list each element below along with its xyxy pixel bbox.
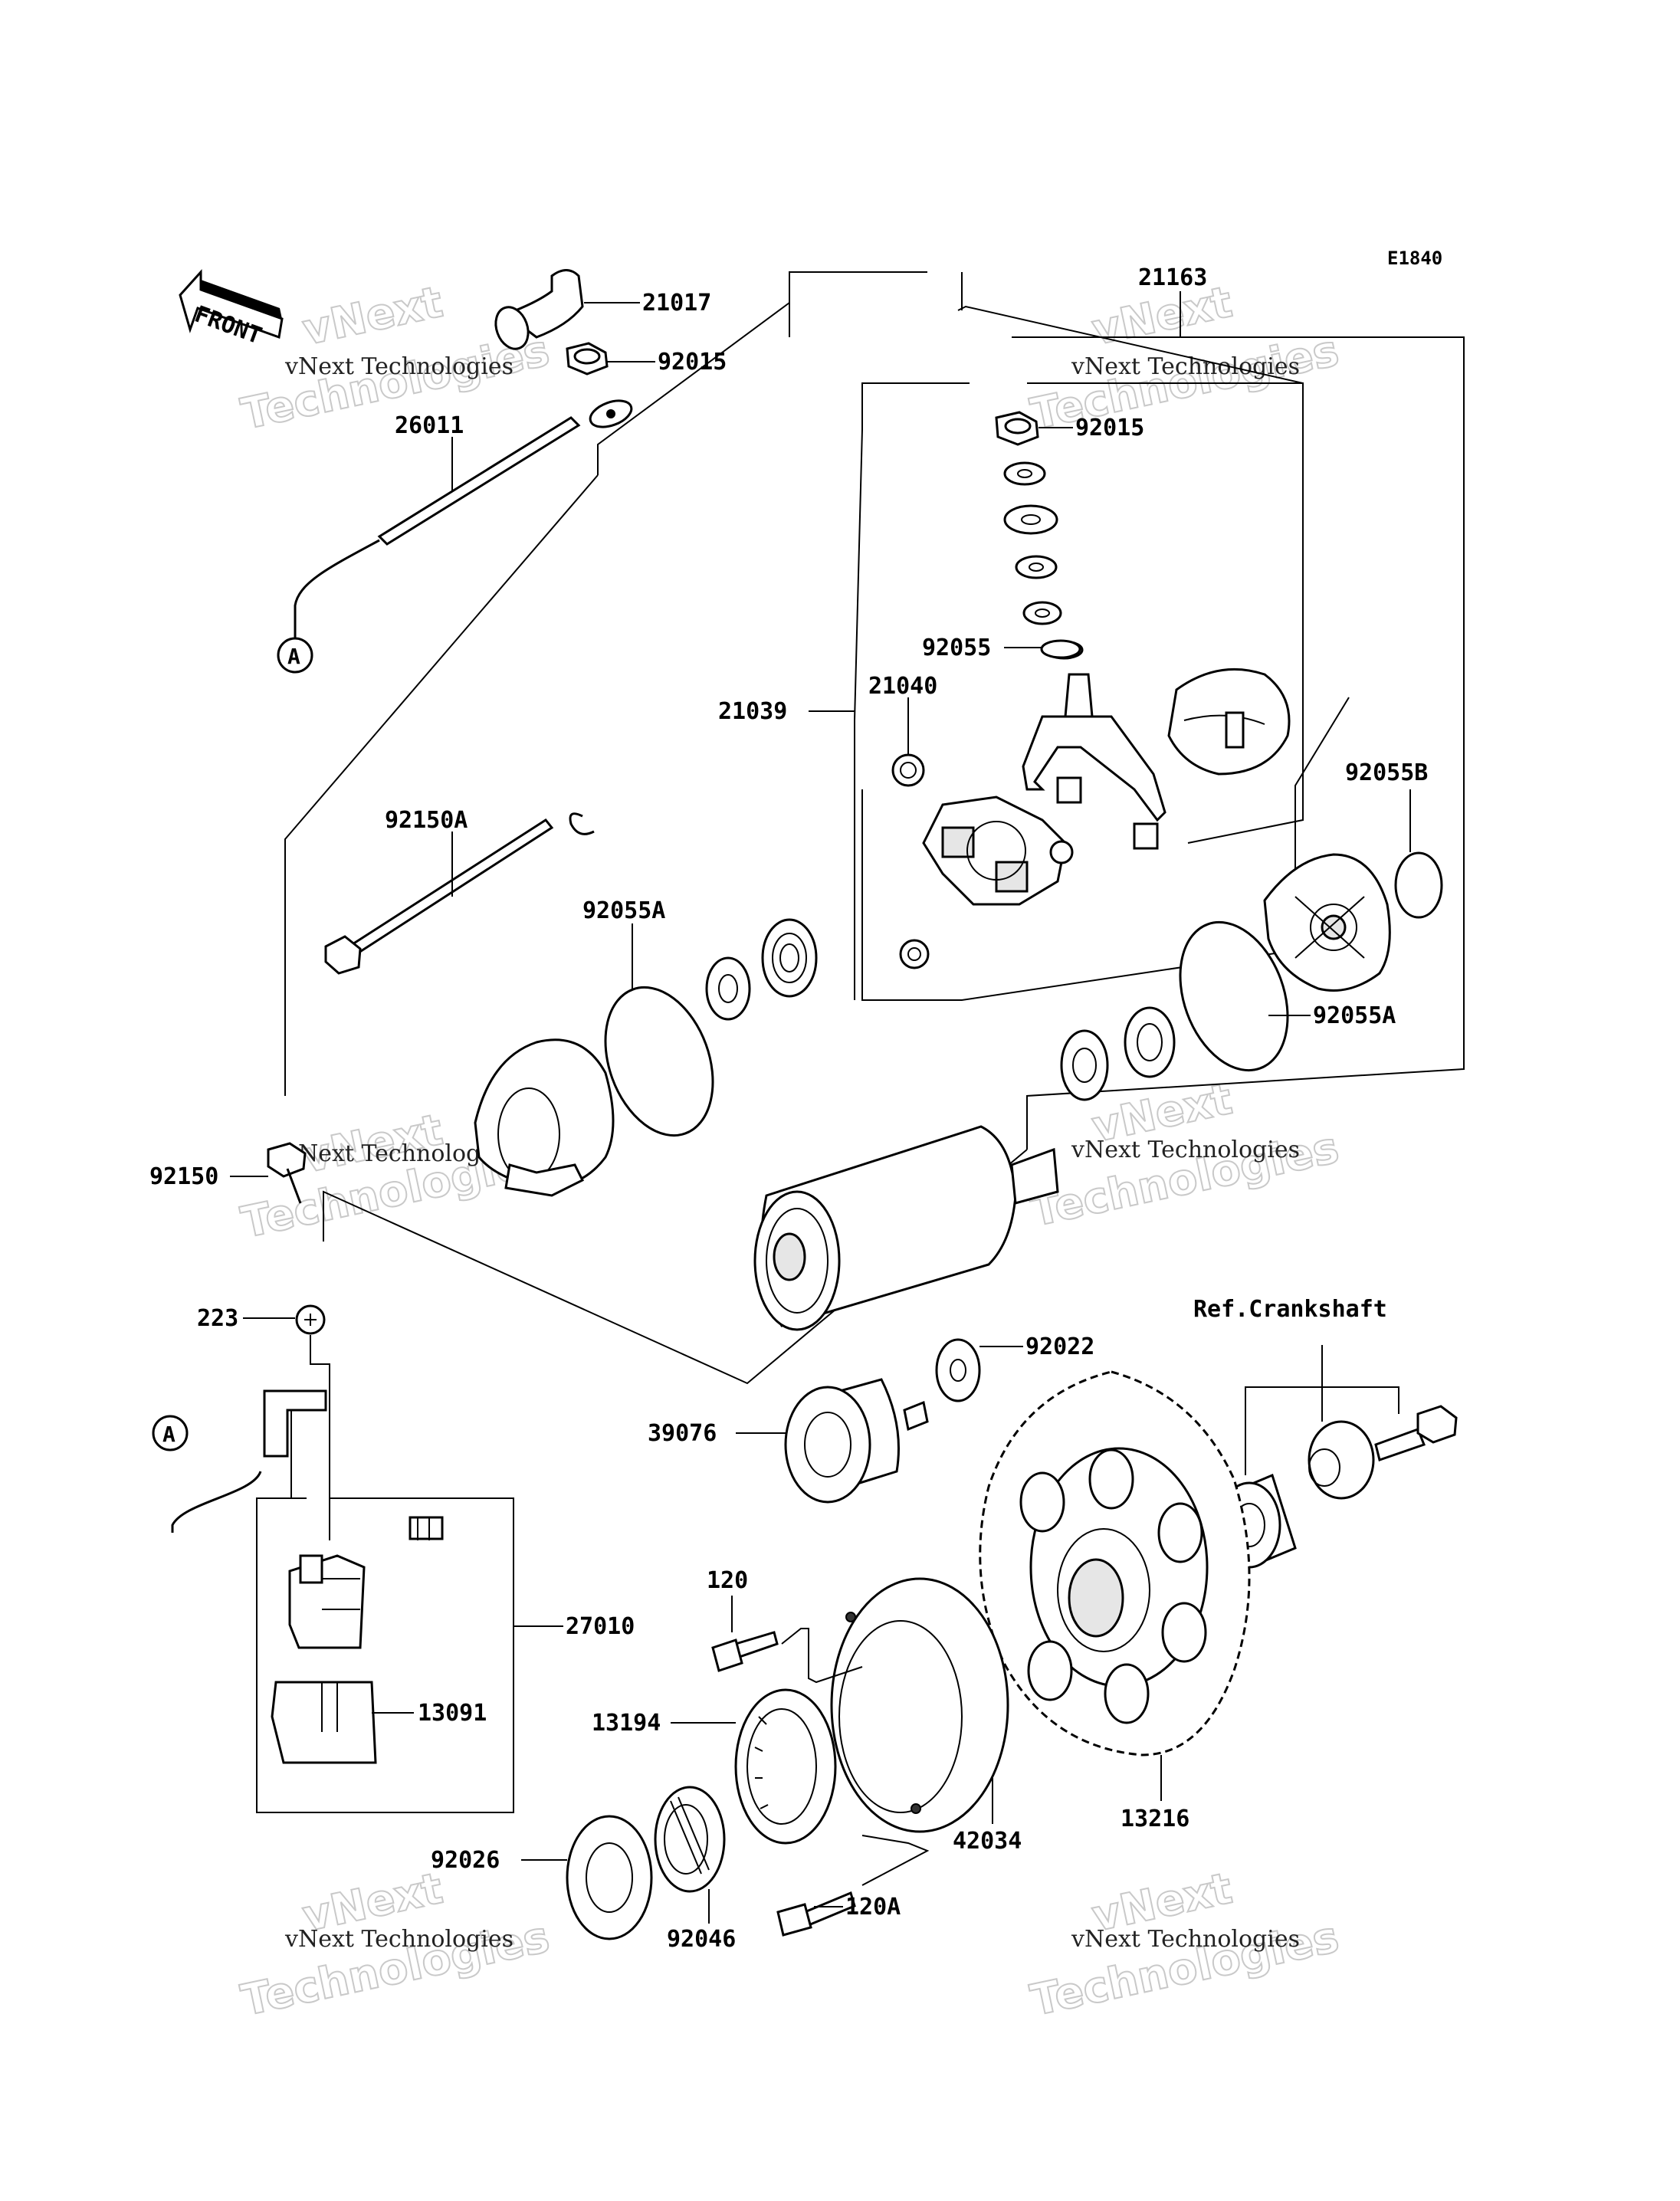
label-92026: 92026 (431, 1847, 500, 1874)
label-92055: 92055 (922, 635, 991, 661)
connector-a-top: A (277, 637, 313, 674)
o-ring-92055a-right (1179, 920, 1289, 1072)
brush-holder-21039 (1022, 673, 1166, 850)
watermark-mid-right: vNext Technologies vNext Technologies (1025, 1074, 1344, 1238)
label-92150: 92150 (149, 1163, 218, 1190)
label-223: 223 (197, 1305, 238, 1332)
label-120: 120 (707, 1567, 748, 1594)
nut-92015-top (566, 342, 609, 376)
crankshaft-ref-lines (1245, 1345, 1399, 1475)
o-ring-92055 (1040, 639, 1081, 659)
label-92015: 92015 (658, 349, 727, 376)
label-ref-crankshaft: Ref.Crankshaft (1193, 1296, 1387, 1323)
callout-labels: 21017 92015 26011 21163 92015 92055 2103… (149, 264, 1428, 1953)
brush-spring-21040 (891, 753, 930, 969)
svg-text:vNext Technologies: vNext Technologies (1071, 1137, 1300, 1163)
watermark-bottom-right: vNext Technologies vNext Technologies (1025, 1863, 1344, 2027)
label-42034: 42034 (953, 1828, 1022, 1855)
armature-motor-body (753, 1125, 1059, 1331)
front-arrow-icon: FRONT (179, 269, 284, 349)
crank-spacer-small (1308, 1420, 1375, 1500)
bolt-92150a (324, 818, 554, 975)
label-92055a-left: 92055A (582, 897, 665, 924)
label-21040: 21040 (868, 673, 937, 700)
needle-bearing-92046 (654, 1786, 726, 1893)
svg-text:vNext Technologies: vNext Technologies (284, 353, 514, 380)
label-92150a: 92150A (385, 807, 468, 834)
label-92015-terminal: 92015 (1075, 415, 1144, 441)
crank-bolt (1374, 1405, 1458, 1461)
watermark-top-right: vNext Technologies vNext Technologies (1025, 277, 1344, 441)
o-ring-92055a-left (604, 986, 714, 1137)
fuse (409, 1516, 444, 1540)
label-13194: 13194 (592, 1710, 661, 1737)
terminal-washers (1003, 461, 1084, 660)
relay-bracket (263, 1389, 327, 1458)
end-cover-ring (1167, 668, 1291, 776)
label-92055a-right: 92055A (1313, 1002, 1396, 1029)
svg-text:vNext Technologies: vNext Technologies (284, 1926, 514, 1953)
label-120a: 120A (845, 1894, 901, 1921)
bearing-right (1060, 1006, 1176, 1101)
bearing-left (761, 918, 818, 998)
nut-92015-terminal (995, 411, 1039, 446)
screw-223 (295, 1304, 326, 1335)
relay-connecting-lines (171, 1335, 330, 1540)
terminal-boot-21017 (494, 269, 584, 350)
svg-text:vNext Technologies: vNext Technologies (284, 1140, 514, 1167)
brush-holder-box-outline (854, 382, 1304, 1000)
watermark-bottom-left: vNext Technologies vNext Technologies (236, 1863, 554, 2027)
label-21039: 21039 (718, 698, 787, 725)
svg-text:vNext Technologies: vNext Technologies (1071, 1926, 1300, 1953)
washer-92022 (935, 1338, 981, 1402)
one-way-clutch-13194 (734, 1688, 837, 1845)
svg-text:vNext Technologies: vNext Technologies (1071, 353, 1300, 380)
brush-plate (922, 795, 1074, 906)
label-26011: 26011 (395, 412, 464, 439)
diagram-code: E1840 (1387, 248, 1442, 269)
label-13091: 13091 (418, 1700, 487, 1727)
label-13216: 13216 (1121, 1806, 1189, 1832)
label-27010: 27010 (566, 1613, 635, 1640)
circlip (569, 812, 595, 835)
washer-left (705, 956, 751, 1021)
rear-housing (1263, 853, 1391, 992)
svg-text:A: A (162, 1422, 176, 1447)
socket-bolt-120a (776, 1891, 856, 1937)
relay-box-outline (256, 1497, 514, 1813)
label-92055b: 92055B (1345, 759, 1428, 786)
idle-gear-39076 (784, 1378, 929, 1504)
leader-lines (230, 291, 1411, 1924)
svg-text:vNext: vNext (298, 277, 447, 356)
label-21163: 21163 (1138, 264, 1207, 291)
relay-cover-13091 (271, 1681, 377, 1764)
label-21017: 21017 (642, 290, 711, 317)
svg-text:A: A (287, 644, 300, 669)
washer-92026 (566, 1815, 653, 1940)
front-housing (474, 1038, 615, 1197)
starter-cable-26011 (294, 399, 633, 644)
connector-a-bottom: A (152, 1415, 189, 1451)
socket-bolt-120 (711, 1631, 779, 1672)
label-39076: 39076 (648, 1420, 717, 1447)
label-92046: 92046 (667, 1926, 736, 1953)
clutch-connecting-lines (781, 1628, 930, 1886)
bolt-92150 (267, 1142, 307, 1204)
clutch-housing-42034 (830, 1577, 1009, 1833)
starter-clutch-gear-13216 (979, 1370, 1251, 1757)
starter-relay (288, 1554, 366, 1649)
o-ring-92055b (1394, 851, 1443, 919)
label-92022: 92022 (1025, 1333, 1094, 1360)
